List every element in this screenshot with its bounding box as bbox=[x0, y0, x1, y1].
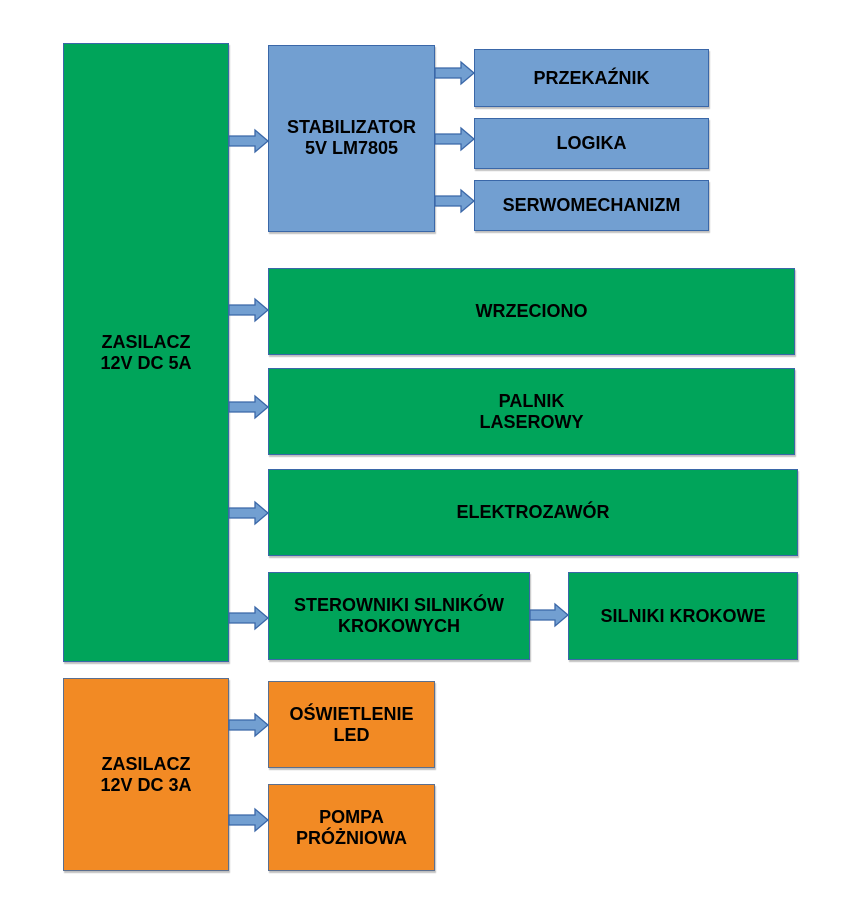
servo-block: SERWOMECHANIZM bbox=[474, 180, 709, 231]
stepper-motors-block: SILNIKI KROKOWE bbox=[568, 572, 798, 660]
spindle-label: WRZECIONO bbox=[475, 301, 588, 321]
arrow-psu-main-to-stabilizer bbox=[228, 128, 270, 154]
arrow-stabilizer-to-relay bbox=[434, 60, 476, 86]
vacuum-pump-label: POMPA PRÓŻNIOWA bbox=[296, 806, 407, 848]
psu-main-label: ZASILACZ 12V DC 5A bbox=[100, 331, 192, 373]
arrow-psu-aux-to-vacuum-pump bbox=[228, 807, 270, 833]
laser-label: PALNIK LASEROWY bbox=[479, 390, 584, 432]
relay-block: PRZEKAŹNIK bbox=[474, 49, 709, 107]
relay-label: PRZEKAŹNIK bbox=[533, 67, 650, 88]
laser-block: PALNIK LASEROWY bbox=[268, 368, 795, 455]
logic-label: LOGIKA bbox=[556, 133, 627, 153]
spindle-block: WRZECIONO bbox=[268, 268, 795, 355]
stepper-drivers-label: STEROWNIKI SILNIKÓW KROKOWYCH bbox=[294, 595, 504, 636]
solenoid-valve-block: ELEKTROZAWÓR bbox=[268, 469, 798, 556]
arrow-stabilizer-to-logic bbox=[434, 126, 476, 152]
arrow-psu-main-to-spindle bbox=[228, 297, 270, 323]
psu-main-block: ZASILACZ 12V DC 5A bbox=[63, 43, 229, 662]
solenoid-valve-label: ELEKTROZAWÓR bbox=[456, 502, 610, 522]
stabilizer-block: STABILIZATOR 5V LM7805 bbox=[268, 45, 435, 232]
stepper-motors-label: SILNIKI KROKOWE bbox=[600, 605, 766, 626]
arrow-psu-main-to-solenoid-valve bbox=[228, 500, 270, 526]
arrow-psu-main-to-laser bbox=[228, 394, 270, 420]
logic-block: LOGIKA bbox=[474, 118, 709, 169]
psu-aux-block: ZASILACZ 12V DC 3A bbox=[63, 678, 229, 871]
stepper-drivers-block: STEROWNIKI SILNIKÓW KROKOWYCH bbox=[268, 572, 530, 660]
led-lighting-block: OŚWIETLENIE LED bbox=[268, 681, 435, 768]
arrow-psu-main-to-stepper-drivers bbox=[228, 605, 270, 631]
led-lighting-label: OŚWIETLENIE LED bbox=[289, 703, 414, 745]
servo-label: SERWOMECHANIZM bbox=[502, 195, 681, 215]
arrow-stepper-drivers-to-stepper-motors bbox=[529, 602, 570, 628]
arrow-stabilizer-to-servo bbox=[434, 188, 476, 214]
vacuum-pump-block: POMPA PRÓŻNIOWA bbox=[268, 784, 435, 871]
arrow-psu-aux-to-led-lighting bbox=[228, 712, 270, 738]
psu-aux-label: ZASILACZ 12V DC 3A bbox=[100, 753, 192, 795]
stabilizer-label: STABILIZATOR 5V LM7805 bbox=[287, 117, 416, 158]
